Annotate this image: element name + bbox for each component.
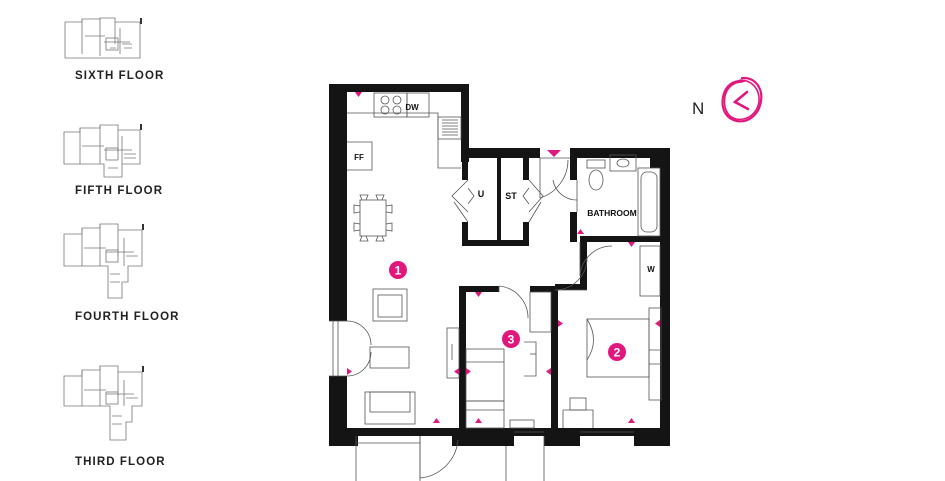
floor-label-fourth: FOURTH FLOOR [75,311,180,323]
furniture [329,92,662,481]
utility-cupboard-label: U [478,189,485,199]
compass-north-label: N [692,99,705,118]
floor-label-third: THIRD FLOOR [75,456,166,468]
room-marker-2[interactable]: 2 [608,343,626,361]
walls [329,84,670,446]
compass-icon [721,76,763,123]
floor-plan-thumbnail-icon [64,17,142,59]
dishwasher-label: DW [405,103,419,112]
bathroom-label: BATHROOM [587,208,636,218]
room-marker-2-label: 2 [614,346,621,360]
room-marker-1[interactable]: 1 [389,261,407,279]
floor-thumbnail-third[interactable] [60,362,150,444]
room-marker-1-label: 1 [395,264,402,278]
dimension-markers [347,92,660,423]
floor-thumbnail-sixth[interactable] [60,14,150,62]
room-marker-3-label: 3 [508,333,515,347]
floor-plan-thumbnail-icon [63,365,144,441]
fridge-freezer-label: FF [354,153,364,162]
wardrobe-label: W [647,265,655,274]
floor-label-fifth: FIFTH FLOOR [75,185,164,197]
floor-label-sixth: SIXTH FLOOR [75,70,165,82]
storage-cupboard-label: ST [505,191,517,201]
floor-plan-thumbnail-icon [63,124,142,178]
room-marker-3[interactable]: 3 [502,330,520,348]
floor-plan-thumbnail-icon [63,223,144,299]
floor-thumbnail-fourth[interactable] [60,222,150,304]
floor-thumbnail-fifth[interactable] [60,122,150,180]
